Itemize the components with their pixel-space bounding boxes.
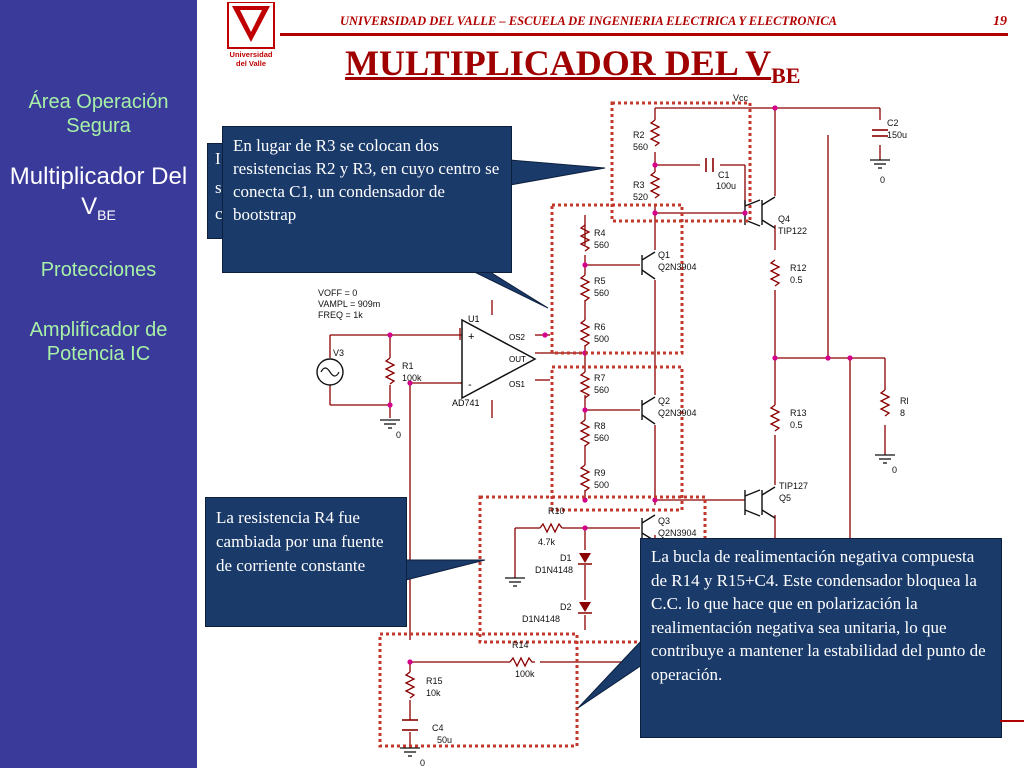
callout-feedback-text: La bucla de realimentación negativa comp… — [651, 547, 986, 684]
label-r2: R2 — [633, 130, 645, 140]
label-vcc: Vcc — [733, 93, 749, 103]
nav-label-sub: BE — [97, 206, 116, 223]
nav-label: Amplificador de Potencia IC — [29, 319, 168, 365]
label-v3: V3 — [333, 348, 344, 358]
value-r8: 560 — [594, 433, 609, 443]
nav-label: Área Operación Segura — [28, 91, 169, 137]
opamp-part: AD741 — [452, 398, 480, 408]
value-r9: 500 — [594, 480, 609, 490]
label-voff: VOFF = 0 — [318, 288, 357, 298]
value-r2: 560 — [633, 142, 648, 152]
page-title: MULTIPLICADOR DEL VBE — [345, 42, 800, 89]
svg-text:+: + — [468, 331, 474, 343]
header-rule — [280, 33, 1008, 36]
ground-c2: 0 — [880, 175, 885, 185]
label-r7: R7 — [594, 373, 606, 383]
header-university: UNIVERSIDAD DEL VALLE – ESCUELA DE INGEN… — [340, 14, 838, 28]
label-r5: R5 — [594, 276, 606, 286]
callout-current-source-text: La resistencia R4 fue cambiada por una f… — [216, 508, 384, 575]
value-r5: 560 — [594, 288, 609, 298]
label-rl: Rl — [900, 396, 909, 406]
value-q2: Q2N3904 — [658, 408, 697, 418]
label-r4: R4 — [594, 228, 606, 238]
value-r12: 0.5 — [790, 275, 803, 285]
label-q5: Q5 — [779, 493, 791, 503]
opamp-pin-out: OUT — [509, 355, 526, 364]
title-main: MULTIPLICADOR DEL V — [345, 43, 772, 83]
sidebar: Área Operación Segura Multiplicador Del … — [0, 0, 197, 768]
callout-feedback: La bucla de realimentación negativa comp… — [640, 538, 1002, 738]
value-r1: 100k — [402, 373, 422, 383]
ground-r1: 0 — [396, 430, 401, 440]
value-q4: TIP122 — [778, 226, 807, 236]
label-c1: C1 — [718, 170, 730, 180]
label-r12: R12 — [790, 263, 807, 273]
label-c4: C4 — [432, 723, 444, 733]
label-r10: R10 — [548, 506, 565, 516]
value-q1: Q2N3904 — [658, 262, 697, 272]
callout-current-source: La resistencia R4 fue cambiada por una f… — [205, 497, 407, 627]
nav-multiplicador[interactable]: Multiplicador Del VBE — [0, 162, 197, 230]
value-r15: 10k — [426, 688, 441, 698]
value-d2: D1N4148 — [522, 614, 560, 624]
label-r14: R14 — [512, 640, 529, 650]
nav-label: Protecciones — [40, 259, 157, 281]
opamp-pin-os2: OS2 — [509, 333, 526, 342]
value-rl: 8 — [900, 408, 905, 418]
hidden-letter-2: s — [215, 178, 222, 197]
label-q2: Q2 — [658, 396, 670, 406]
page-number: 19 — [993, 14, 1007, 29]
circuit-schematic: + - OUT OS2 OS1 U1 AD741 Vcc R2 5 — [316, 93, 909, 768]
hidden-letter-3: c — [215, 204, 223, 223]
label-d1: D1 — [560, 553, 572, 563]
label-r9: R9 — [594, 468, 606, 478]
value-c4: 50u — [437, 735, 452, 745]
label-r1: R1 — [402, 361, 414, 371]
footer-rule — [1000, 720, 1024, 722]
label-d2: D2 — [560, 602, 572, 612]
hidden-letter-1: I — [215, 149, 221, 168]
value-r13: 0.5 — [790, 420, 803, 430]
value-r3: 520 — [633, 192, 648, 202]
label-q4: Q4 — [778, 214, 790, 224]
label-vampl: VAMPL = 909m — [318, 299, 380, 309]
logo-text-2: del Valle — [236, 59, 266, 68]
logo-text-1: Universidad — [230, 50, 273, 59]
university-logo: Universidad del Valle — [227, 2, 275, 68]
label-q3: Q3 — [658, 516, 670, 526]
callout-bootstrap: En lugar de R3 se colocan dos resistenci… — [222, 126, 512, 273]
label-q1: Q1 — [658, 250, 670, 260]
value-r6: 500 — [594, 334, 609, 344]
label-r8: R8 — [594, 421, 606, 431]
nav-protecciones[interactable]: Protecciones — [0, 258, 197, 282]
value-r7: 560 — [594, 385, 609, 395]
label-r15: R15 — [426, 676, 443, 686]
value-d1: D1N4148 — [535, 565, 573, 575]
label-r3: R3 — [633, 180, 645, 190]
title-sub: BE — [771, 63, 801, 89]
label-c2: C2 — [887, 118, 899, 128]
nav-label: Multiplicador Del V — [9, 163, 188, 220]
callout-bootstrap-text: En lugar de R3 se colocan dos resistenci… — [233, 136, 500, 224]
opamp-name: U1 — [468, 314, 480, 324]
svg-text:-: - — [468, 379, 472, 391]
value-r4: 560 — [594, 240, 609, 250]
value-q5: TIP127 — [779, 481, 808, 491]
value-r14: 100k — [515, 669, 535, 679]
label-r13: R13 — [790, 408, 807, 418]
value-r10: 4.7k — [538, 537, 556, 547]
opamp-pin-os1: OS1 — [509, 380, 526, 389]
nav-amplificador-ic[interactable]: Amplificador de Potencia IC — [0, 318, 197, 366]
value-c2: 150u — [887, 130, 907, 140]
ground-c4: 0 — [420, 758, 425, 768]
nav-area-operacion[interactable]: Área Operación Segura — [0, 90, 197, 138]
label-freq: FREQ = 1k — [318, 310, 363, 320]
label-r6: R6 — [594, 322, 606, 332]
value-q3: Q2N3904 — [658, 528, 697, 538]
ground-rl: 0 — [892, 465, 897, 475]
value-c1: 100u — [716, 181, 736, 191]
